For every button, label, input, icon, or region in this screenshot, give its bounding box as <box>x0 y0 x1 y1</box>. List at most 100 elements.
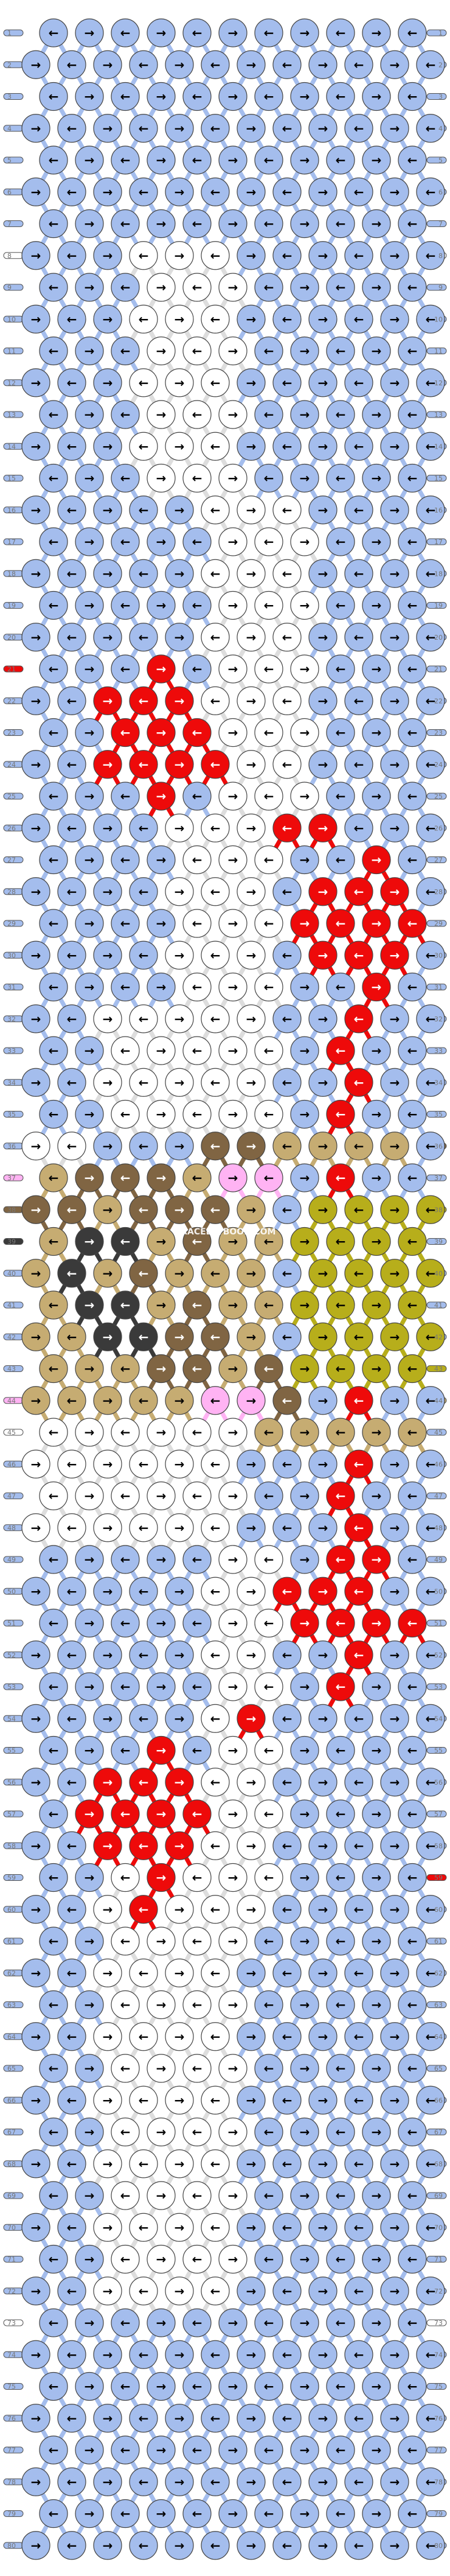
knot-arrow-icon: → <box>300 2443 310 2457</box>
knot: → <box>362 1290 391 1320</box>
knot: → <box>147 1418 176 1447</box>
knot: ← <box>326 845 355 875</box>
knot-arrow-icon: ← <box>139 376 149 390</box>
knot: ← <box>39 782 68 811</box>
knot-arrow-icon: → <box>372 980 382 995</box>
knot-arrow-icon: → <box>228 2443 238 2457</box>
knot-arrow-icon: ← <box>49 1871 59 1885</box>
knot-arrow-icon: ← <box>336 1489 346 1503</box>
knot: ← <box>39 1099 68 1129</box>
knot-arrow-icon: → <box>175 1902 185 1917</box>
knot: → <box>237 2340 266 2369</box>
knot: → <box>93 114 122 143</box>
knot-arrow-icon: ← <box>407 1298 418 1312</box>
knot-arrow-icon: ← <box>354 184 364 199</box>
row-number-right: 30 <box>434 951 443 959</box>
knot-arrow-icon: ← <box>354 1648 364 1662</box>
knot: ← <box>272 368 302 397</box>
knot: ← <box>344 1513 373 1542</box>
knot: → <box>147 1099 176 1129</box>
knot-arrow-icon: → <box>103 2411 113 2426</box>
knot-arrow-icon: ← <box>120 89 131 104</box>
knot-arrow-icon: ← <box>264 1425 274 1440</box>
row-number-right: 19 <box>434 602 443 610</box>
knot-arrow-icon: ← <box>264 1807 274 1821</box>
knot: → <box>21 368 50 397</box>
row-number-left: 11 <box>7 348 16 355</box>
knot: ← <box>182 845 212 875</box>
knot-arrow-icon: ← <box>264 789 274 803</box>
knot-arrow-icon: → <box>85 789 95 803</box>
knot-arrow-icon: ← <box>139 248 149 263</box>
knot: ← <box>272 1386 302 1415</box>
knot: ← <box>182 1608 212 1638</box>
row-number-right: 43 <box>434 1365 443 1373</box>
knot: ← <box>182 782 212 811</box>
left-string-tail <box>3 252 24 259</box>
knot: → <box>93 2085 122 2115</box>
knot: ← <box>129 114 158 143</box>
knot-arrow-icon: ← <box>282 57 292 72</box>
knot: ← <box>254 718 283 747</box>
knot: ← <box>182 718 212 747</box>
knot-arrow-icon: ← <box>67 1266 77 1281</box>
knot-arrow-icon: → <box>372 1998 382 2012</box>
row-number-right: 54 <box>434 1715 443 1723</box>
knot: ← <box>344 623 373 652</box>
left-string-tail <box>3 220 24 227</box>
knot: → <box>380 1513 409 1542</box>
row-number-left: 18 <box>7 570 16 578</box>
knot-arrow-icon: → <box>372 1107 382 1122</box>
knot: → <box>93 1831 122 1860</box>
knot: → <box>147 2181 176 2210</box>
row-number-left: 8 <box>7 252 12 260</box>
knot-arrow-icon: ← <box>354 1965 364 1980</box>
knot: ← <box>39 2308 68 2337</box>
knot-arrow-icon: → <box>156 2315 167 2330</box>
knot-arrow-icon: → <box>300 1425 310 1440</box>
knot-arrow-icon: → <box>300 26 310 40</box>
knot-arrow-icon: ← <box>264 2252 274 2267</box>
knot-arrow-icon: ← <box>407 2188 418 2203</box>
knot-arrow-icon: ← <box>139 2029 149 2044</box>
knot-arrow-icon: ← <box>210 2157 221 2171</box>
knot-arrow-icon: ← <box>67 1075 77 1090</box>
knot-arrow-icon: ← <box>336 2443 346 2457</box>
knot-arrow-icon: ← <box>139 821 149 835</box>
knot-arrow-icon: → <box>103 1521 113 1535</box>
knot-arrow-icon: ← <box>407 1616 418 1631</box>
knot: → <box>380 750 409 779</box>
knot: ← <box>398 1099 427 1129</box>
knot-arrow-icon: → <box>246 312 257 326</box>
knot-arrow-icon: → <box>246 1965 257 1980</box>
knot: ← <box>111 1481 140 1511</box>
knot: ← <box>129 1704 158 1733</box>
knot: ← <box>254 336 283 366</box>
knot-arrow-icon: ← <box>139 884 149 899</box>
knot-arrow-icon: → <box>175 1139 185 1153</box>
knot: → <box>93 1195 122 1224</box>
knot-arrow-icon: → <box>318 503 328 517</box>
row-number-left: 71 <box>7 2256 16 2264</box>
knot: → <box>237 177 266 206</box>
knot: → <box>75 400 104 429</box>
knot: ← <box>39 400 68 429</box>
knot: ← <box>344 1958 373 1987</box>
knot-arrow-icon: → <box>103 630 113 645</box>
knot-arrow-icon: → <box>175 2411 185 2426</box>
knot: ← <box>182 1927 212 1956</box>
knot: ← <box>111 782 140 811</box>
knot: → <box>380 813 409 842</box>
knot-arrow-icon: ← <box>192 26 202 40</box>
row-number-right: 49 <box>434 1556 443 1564</box>
knot-arrow-icon: → <box>31 248 41 263</box>
knot-arrow-icon: → <box>390 693 400 708</box>
knot-arrow-icon: → <box>103 1965 113 1980</box>
knot: → <box>380 1958 409 1987</box>
knot-arrow-icon: ← <box>120 980 131 995</box>
knot-arrow-icon: ← <box>67 376 77 390</box>
knot: → <box>93 177 122 206</box>
knot-arrow-icon: → <box>103 2157 113 2171</box>
knot-arrow-icon: ← <box>210 2093 221 2107</box>
knot: → <box>308 1513 338 1542</box>
